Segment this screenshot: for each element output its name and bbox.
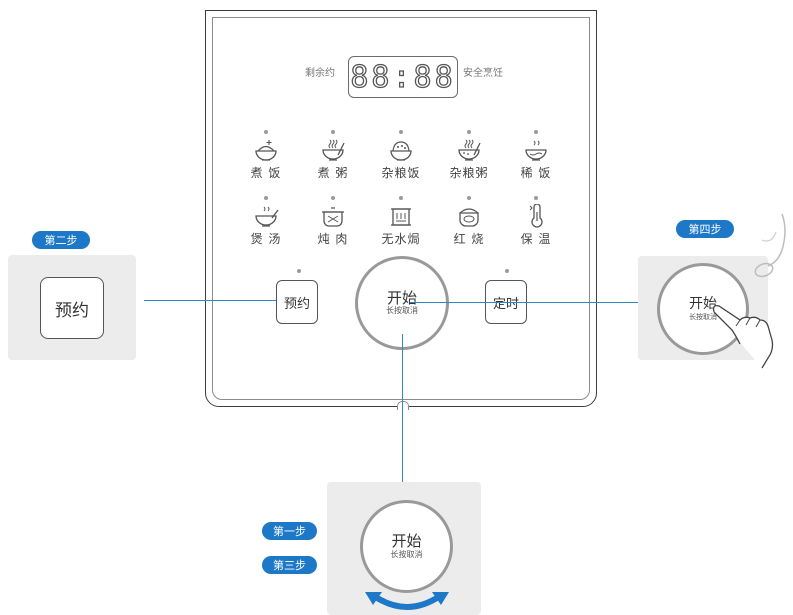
control-panel-inner-frame [212, 17, 590, 400]
porridge-bowl-icon [525, 140, 547, 161]
callout-start-label: 开始 [391, 532, 422, 551]
panel-notch [397, 401, 409, 410]
menu-item-soup[interactable]: 煲 汤 [236, 196, 296, 247]
menu-item-label: 煮 粥 [317, 166, 349, 180]
indicator-dot [399, 196, 403, 200]
callout-start-key: 开始 长按取消 [360, 500, 453, 593]
timer-indicator-dot [505, 269, 509, 273]
music-note-icon [754, 213, 786, 278]
congee-bowl-icon [322, 139, 345, 161]
menu-item-keep-warm[interactable]: 保 温 [506, 196, 566, 247]
menu-item-braise[interactable]: 红 烧 [439, 196, 499, 247]
callout-start-sub-label: 长按取消 [390, 549, 423, 559]
waterless-bake-icon [391, 208, 411, 226]
step-1-badge: 第一步 [262, 522, 317, 540]
menu-item-mixed-grain-rice[interactable]: 杂粮饭 [371, 130, 431, 181]
menu-item-label: 煲 汤 [250, 232, 282, 246]
remaining-time-label: 剩余约 [305, 68, 335, 79]
rice-bowl-icon [255, 140, 277, 161]
menu-item-mixed-grain-congee[interactable]: 杂粮粥 [439, 130, 499, 181]
menu-item-label: 稀 饭 [520, 166, 552, 180]
indicator-dot [467, 196, 471, 200]
indicator-dot [331, 196, 335, 200]
stew-pot-icon [322, 207, 344, 227]
reserve-indicator-dot [297, 269, 301, 273]
mixed-grain-rice-icon [390, 141, 412, 161]
connector-line-step4 [410, 302, 658, 303]
step-4-badge: 第四步 [676, 220, 734, 238]
menu-item-cook-rice[interactable]: 煮 饭 [236, 130, 296, 181]
keep-warm-icon [529, 204, 543, 228]
indicator-dot [399, 130, 403, 134]
safe-cooking-label: 安全烹饪 [463, 68, 503, 79]
digital-display: 88:88 [348, 56, 458, 98]
mixed-grain-congee-icon [458, 139, 481, 161]
menu-item-label: 保 温 [520, 232, 552, 246]
menu-item-label: 炖 肉 [317, 232, 349, 246]
menu-item-stew[interactable]: 炖 肉 [303, 196, 363, 247]
indicator-dot [264, 196, 268, 200]
display-digits: 88:88 [350, 59, 456, 95]
menu-item-cook-congee[interactable]: 煮 粥 [303, 130, 363, 181]
reserve-button[interactable]: 预约 [276, 280, 318, 324]
indicator-dot [534, 130, 538, 134]
menu-item-label: 杂粮饭 [381, 166, 421, 180]
menu-item-porridge[interactable]: 稀 饭 [506, 130, 566, 181]
braise-pot-icon [459, 208, 479, 227]
step-3-badge: 第三步 [262, 556, 317, 574]
start-label: 开始 [386, 288, 417, 307]
menu-item-label: 煮 饭 [250, 166, 282, 180]
menu-item-waterless-bake[interactable]: 无水焗 [371, 196, 431, 247]
callout-start-label: 开始 [689, 296, 717, 313]
soup-bowl-icon [255, 206, 279, 227]
indicator-dot [264, 130, 268, 134]
indicator-dot [534, 196, 538, 200]
pointing-hand-icon [712, 304, 774, 369]
connector-line-step2 [144, 300, 276, 301]
indicator-dot [467, 130, 471, 134]
menu-item-label: 无水焗 [381, 232, 421, 246]
start-sub-label: 长按取消 [386, 306, 418, 316]
indicator-dot [331, 130, 335, 134]
step-2-badge: 第二步 [32, 231, 90, 249]
callout-start-sub-label: 长按取消 [689, 312, 717, 321]
rotate-arrows-icon [365, 592, 449, 610]
menu-item-label: 红 烧 [453, 232, 485, 246]
callout-start-key-pressed: 开始 长按取消 [657, 263, 749, 355]
connector-line-step1 [402, 334, 403, 492]
menu-item-label: 杂粮粥 [449, 166, 489, 180]
callout-reserve-key: 预约 [40, 277, 104, 339]
